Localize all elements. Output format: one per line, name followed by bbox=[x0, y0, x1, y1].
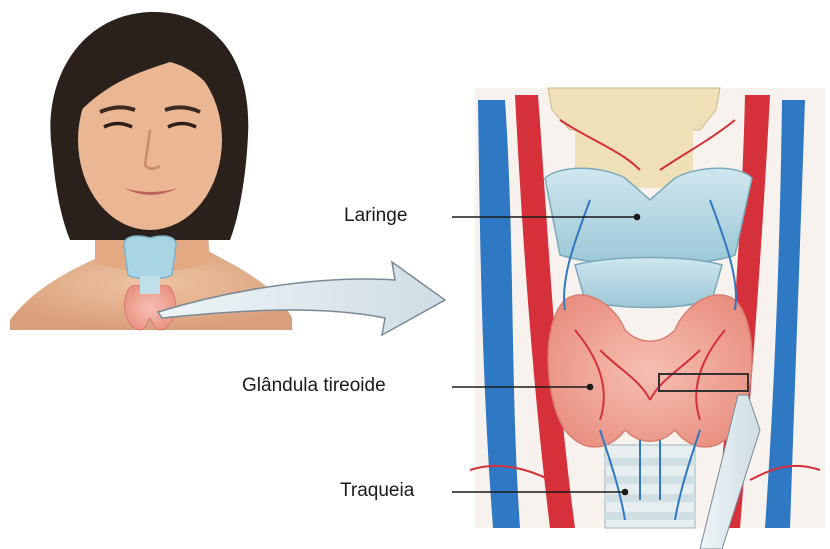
trachea-label: Traqueia bbox=[340, 480, 414, 502]
person-portrait bbox=[10, 12, 292, 330]
thyroid-leader-dot bbox=[588, 385, 593, 390]
thyroid-label: Glândula tireoide bbox=[242, 375, 386, 397]
larynx-label: Laringe bbox=[344, 205, 407, 227]
neck-larynx bbox=[124, 236, 176, 279]
hyoid-bone bbox=[548, 88, 720, 130]
neck-trachea bbox=[140, 276, 160, 294]
neck-anatomy-detail bbox=[470, 88, 825, 549]
larynx-leader-dot bbox=[635, 215, 640, 220]
trachea-leader-dot bbox=[623, 490, 628, 495]
